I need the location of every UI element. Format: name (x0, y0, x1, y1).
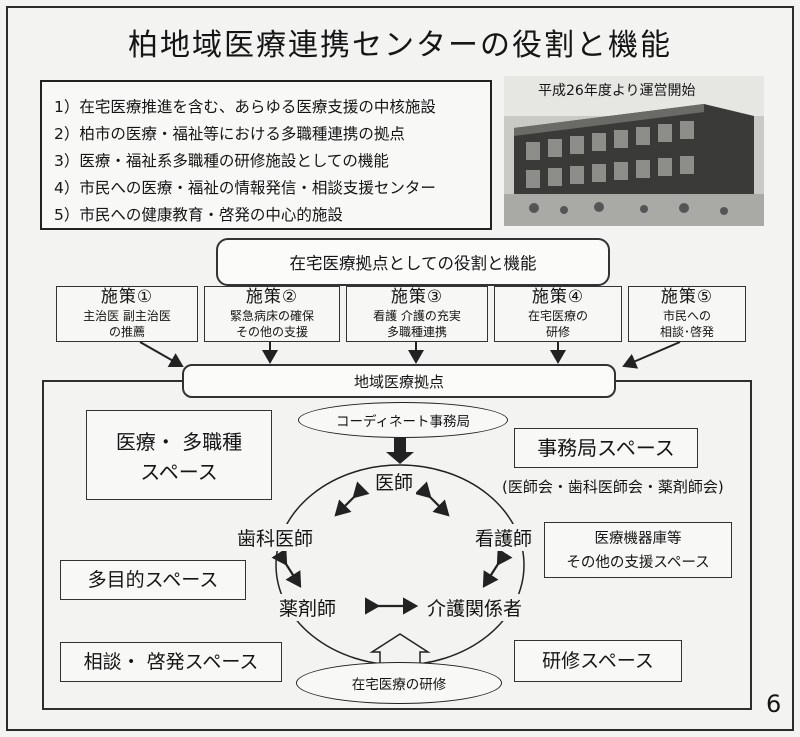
space-medical: 医療・ 多職種 スペース (86, 410, 272, 500)
measure-box-1: 施策① 主治医 副主治医 の推薦 (56, 286, 198, 342)
measure-box-5: 施策⑤ 市民への 相談･啓発 (628, 286, 746, 342)
space-label: その他の支援スペース (566, 555, 710, 571)
role-heading: 在宅医療拠点としての役割と機能 (216, 238, 610, 286)
measure-title: 施策⑤ (660, 287, 714, 307)
profession-pharmacist: 薬剤師 (276, 594, 340, 621)
space-label: スペース (140, 460, 218, 484)
space-label: 医療機器庫等 (594, 531, 682, 547)
slide-title: 柏地域医療連携センターの役割と機能 (128, 28, 672, 63)
home-care-training: 在宅医療の研修 (296, 662, 502, 704)
slide-frame (6, 6, 794, 731)
space-multipurpose: 多目的スペース (60, 560, 246, 600)
measure-desc: その他の支援 (235, 325, 308, 339)
function-item: 2）柏市の医療・福祉等における多職種連携の拠点 (54, 125, 405, 143)
function-item: 5）市民への健康教育・啓発の中心的施設 (54, 206, 343, 224)
profession-nurse: 看護師 (472, 524, 536, 551)
measure-title: 施策② (245, 287, 299, 307)
measure-desc: 市民への (662, 309, 711, 323)
profession-doctor: 医師 (372, 468, 417, 495)
measure-desc: 研修 (545, 325, 570, 339)
profession-dentist: 歯科医師 (234, 524, 317, 551)
measure-title: 施策① (100, 287, 154, 307)
page-number: 6 (766, 690, 782, 718)
space-label: 医療・ 多職種 (115, 430, 243, 454)
measure-desc: 多職種連携 (386, 325, 447, 339)
measure-desc: 在宅医療の (527, 309, 588, 323)
measure-desc: 看護 介護の充実 (373, 309, 461, 323)
measure-title: 施策④ (531, 287, 585, 307)
coordinate-office: コーディネート事務局 (298, 402, 508, 438)
photo-caption: 平成26年度より運営開始 (538, 83, 696, 99)
measure-title: 施策③ (390, 287, 444, 307)
measure-desc: 緊急病床の確保 (229, 309, 314, 323)
measure-box-4: 施策④ 在宅医療の 研修 (494, 286, 622, 342)
space-consultation: 相談・ 啓発スペース (60, 642, 282, 682)
profession-care-worker: 介護関係者 (424, 594, 526, 621)
function-item: 4）市民への医療・福祉の情報発信・相談支援センター (54, 179, 436, 197)
function-list: 1）在宅医療推進を含む、あらゆる医療支援の中核施設 2）柏市の医療・福祉等におけ… (40, 80, 492, 230)
space-training: 研修スペース (514, 640, 682, 682)
measure-desc: 主治医 副主治医 (83, 309, 171, 323)
space-office-note: (医師会・歯科医師会・薬剤師会) (502, 478, 724, 496)
measure-box-3: 施策③ 看護 介護の充実 多職種連携 (346, 286, 488, 342)
space-office: 事務局スペース (514, 428, 698, 468)
measure-desc: 相談･啓発 (659, 325, 714, 339)
regional-hub-label: 地域医療拠点 (182, 364, 616, 398)
measure-box-2: 施策② 緊急病床の確保 その他の支援 (204, 286, 340, 342)
function-item: 1）在宅医療推進を含む、あらゆる医療支援の中核施設 (54, 98, 436, 116)
function-item: 3）医療・福祉系多職種の研修施設としての機能 (54, 152, 389, 170)
space-equipment-storage: 医療機器庫等 その他の支援スペース (544, 522, 732, 578)
measure-desc: の推薦 (108, 325, 145, 339)
building-photo (504, 76, 764, 226)
